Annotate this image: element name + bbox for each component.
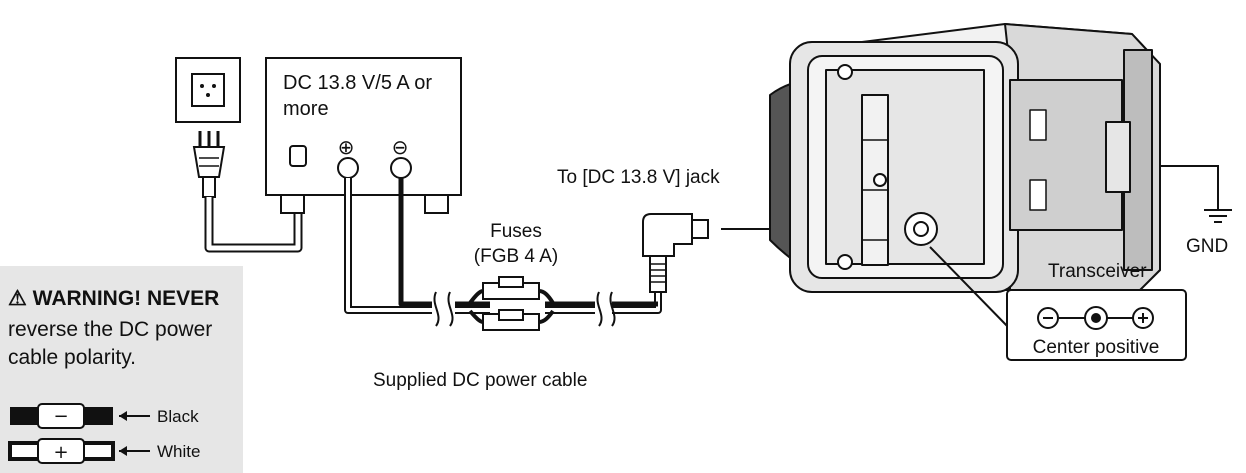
transceiver <box>769 23 1161 293</box>
cable-label: Supplied DC power cable <box>373 370 587 391</box>
warning-title: ⚠ WARNING! NEVER <box>8 287 220 310</box>
black-wire-label: Black <box>157 407 199 426</box>
center-positive-label: Center positive <box>1033 337 1160 358</box>
power-supply-label: DC 13.8 V/5 A or more <box>283 72 432 120</box>
center-positive-box <box>1006 289 1187 361</box>
white-wire-label: White <box>157 442 200 461</box>
positive-terminal <box>337 157 359 179</box>
positive-symbol: ⊕ <box>338 135 355 159</box>
black-wire-symbol: − <box>53 406 68 427</box>
ac-plug <box>192 131 226 198</box>
transceiver-label: Transceiver <box>1048 261 1147 282</box>
fuses-rating-label: (FGB 4 A) <box>474 246 558 267</box>
center-positive-pointer <box>929 246 1012 331</box>
ground-connection <box>1160 165 1232 223</box>
dc-plug <box>642 213 709 293</box>
black-wire-icon <box>10 403 150 429</box>
cable-break-marks <box>433 291 616 327</box>
black-wire <box>398 178 658 307</box>
white-wire-symbol: + <box>53 442 68 463</box>
warning-text: reverse the DC power cable polarity. <box>8 318 213 369</box>
jack-label: To [DC 13.8 V] jack <box>557 167 720 188</box>
power-supply <box>265 57 462 214</box>
negative-symbol: ⊖ <box>392 135 409 159</box>
negative-terminal <box>390 157 412 179</box>
white-wire <box>344 178 662 314</box>
gnd-label: GND <box>1186 236 1228 257</box>
fuses-label: Fuses <box>490 221 542 242</box>
white-wire-icon <box>8 438 150 464</box>
wall-outlet <box>175 57 241 123</box>
fuses <box>468 276 555 331</box>
